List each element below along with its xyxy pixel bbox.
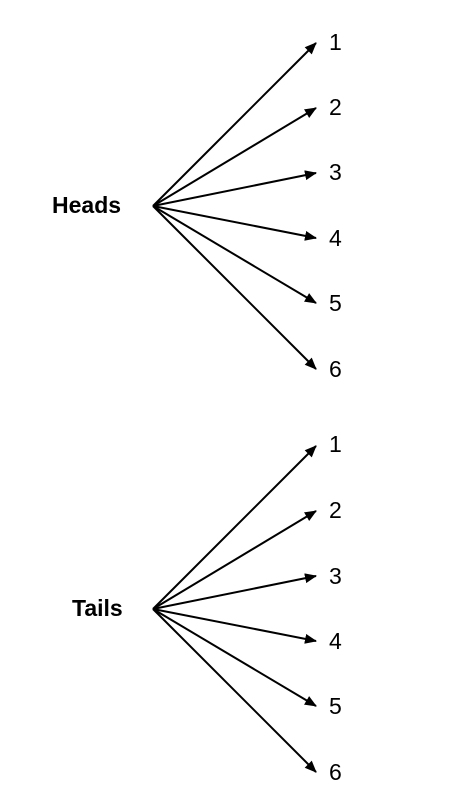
outcome-tails-3: 3 [329,563,342,589]
outcome-heads-5: 5 [329,290,342,316]
outcome-tails-1: 1 [329,431,342,457]
outcome-tails-2: 2 [329,497,342,523]
branch-heads-3 [152,170,317,207]
branch-heads-1 [152,42,317,207]
branch-tails-2 [152,510,317,610]
root-label-heads: Heads [52,192,121,218]
outcome-heads-6: 6 [329,356,342,382]
branches-tails [152,445,317,773]
outcome-heads-1: 1 [329,29,342,55]
outcome-heads-2: 2 [329,94,342,120]
outcome-tails-6: 6 [329,759,342,785]
tree-tails: Tails 1 2 3 4 5 6 [72,431,342,785]
outcome-heads-4: 4 [329,225,342,251]
branch-tails-6 [152,608,317,773]
branch-heads-6 [152,205,317,370]
outcomes-tails: 1 2 3 4 5 6 [329,431,342,785]
branch-tails-3 [152,573,317,610]
tree-heads: Heads 1 2 3 4 5 6 [52,29,342,382]
branch-tails-4 [152,608,317,644]
branch-heads-2 [152,107,317,207]
outcomes-heads: 1 2 3 4 5 6 [329,29,342,382]
branch-tails-1 [152,445,317,610]
branches-heads [152,42,317,370]
root-label-tails: Tails [72,595,123,621]
branch-heads-4 [152,205,317,241]
branch-tails-5 [152,608,317,707]
outcome-tails-5: 5 [329,693,342,719]
branch-heads-5 [152,205,317,304]
outcome-tails-4: 4 [329,628,342,654]
outcome-heads-3: 3 [329,159,342,185]
